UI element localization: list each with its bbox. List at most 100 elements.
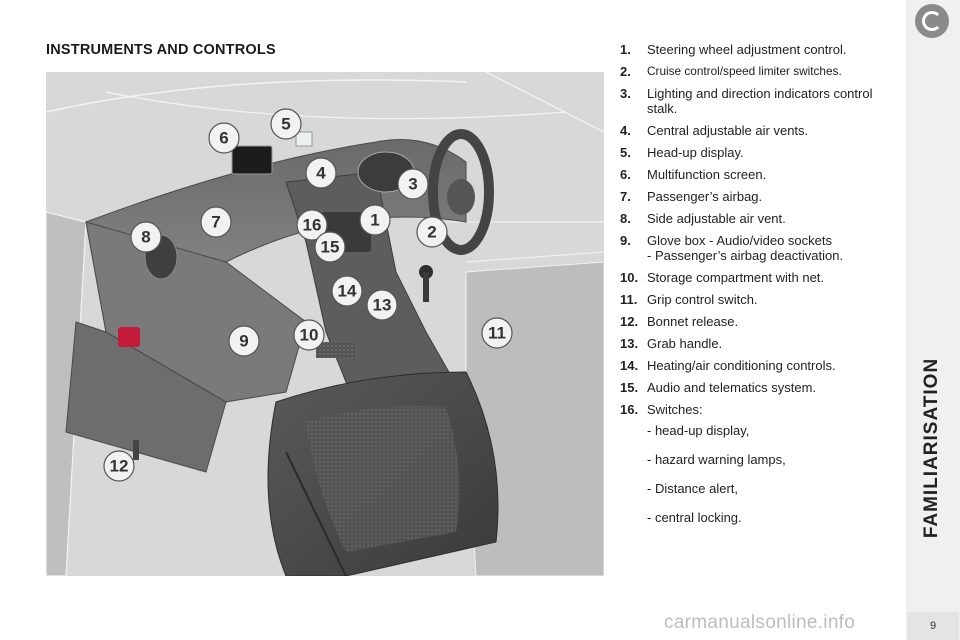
legend-item: 7. Passenger’s airbag. [620, 189, 888, 204]
legend-item: 5. Head-up display. [620, 145, 888, 160]
legend-item: 9. Glove box - Audio/video sockets- Passe… [620, 233, 888, 263]
legend-text: Bonnet release. [647, 314, 739, 329]
callout-2: 2 [416, 216, 448, 248]
legend-text: Grip control switch. [647, 292, 758, 307]
legend-number: 16. [620, 402, 639, 417]
page-title: INSTRUMENTS AND CONTROLS [46, 42, 276, 58]
callout-number: 3 [408, 175, 417, 194]
callout-number: 10 [300, 326, 319, 345]
callout-circle [331, 275, 363, 307]
callout-circle [314, 231, 346, 263]
legend-text: Central adjustable air vents. [647, 123, 809, 138]
legend-number: 11. [620, 292, 638, 307]
legend-item: 13. Grab handle. [620, 336, 888, 351]
switch-text: - head-up display, [647, 423, 750, 438]
legend-number: 1. [620, 42, 631, 57]
switch-text: - Distance alert, [647, 481, 739, 496]
legend-number: 7. [620, 189, 631, 204]
legend-text: Head-up display. [647, 145, 744, 160]
legend-item: 14. Heating/air conditioning controls. [620, 358, 888, 373]
legend-text: Steering wheel adjustment control. [647, 42, 847, 57]
callout-9: 9 [228, 325, 260, 357]
callout-number: 2 [427, 223, 436, 242]
callout-10: 10 [293, 319, 325, 351]
callout-number: 5 [281, 115, 290, 134]
legend-item: 15.Audio and telematics system. [620, 380, 888, 395]
legend-number: 2. [620, 64, 631, 79]
callout-circle [130, 221, 162, 253]
legend-item: 11. Grip control switch. [620, 292, 888, 307]
callout-11: 11 [481, 317, 513, 349]
legend-text: Multifunction screen. [647, 167, 767, 182]
callout-16: 16 [296, 209, 328, 241]
legend-text: Lighting and direction indicators contro… [647, 86, 873, 116]
legend-number: 13. [620, 336, 639, 351]
legend-item: 12. Bonnet release. [620, 314, 888, 329]
callout-number: 1 [370, 211, 379, 230]
legend-number: 8. [620, 211, 631, 226]
legend-item: 6. Multifunction screen. [620, 167, 888, 182]
callout-circle [481, 317, 513, 349]
switch-subitem: - central locking. [620, 510, 888, 533]
callout-circle [270, 108, 302, 140]
switch-text: - central locking. [647, 510, 742, 525]
legend-number: 9. [620, 233, 631, 248]
legend-item: 3. Lighting and direction indicators cont… [620, 86, 888, 116]
callout-6: 6 [208, 122, 240, 154]
legend-text-line: Glove box - Audio/video sockets [647, 233, 832, 248]
callout-circle [103, 450, 135, 482]
callout-number: 4 [316, 164, 326, 183]
sidebar [906, 0, 960, 640]
callout-circle [228, 325, 260, 357]
legend-text: Passenger’s airbag. [647, 189, 763, 204]
callout-3: 3 [397, 168, 429, 200]
legend-item: 1. Steering wheel adjustment control. [620, 42, 888, 57]
callout-12: 12 [103, 450, 135, 482]
legend-number: 4. [620, 123, 631, 138]
page-number: 9 [907, 612, 959, 640]
legend-number: 6. [620, 167, 631, 182]
callout-number: 12 [110, 457, 129, 476]
legend-item: 2. Cruise control/speed limiter switches. [620, 64, 888, 79]
callout-number: 7 [211, 213, 220, 232]
callout-7: 7 [200, 206, 232, 238]
chapter-icon [915, 4, 949, 38]
legend-item: 4. Central adjustable air vents. [620, 123, 888, 138]
callout-number: 8 [141, 228, 150, 247]
callout-number: 13 [373, 296, 392, 315]
legend-text: Storage compartment with net. [647, 270, 825, 285]
legend-number: 12. [620, 314, 639, 329]
callout-14: 14 [331, 275, 363, 307]
section-title: FAMILIARISATION [921, 357, 942, 539]
legend-text: Grab handle. [647, 336, 723, 351]
switch-subitem: - head-up display, [620, 423, 888, 446]
callout-number: 9 [239, 332, 248, 351]
switch-subitem: - Distance alert, [620, 481, 888, 504]
legend-text-line: - Passenger’s airbag deactivation. [647, 248, 844, 263]
callout-circle [416, 216, 448, 248]
callout-circle [296, 209, 328, 241]
callout-5: 5 [270, 108, 302, 140]
callout-circle [397, 168, 429, 200]
legend-item: 10.Storage compartment with net. [620, 270, 888, 285]
legend-text: Audio and telematics system. [647, 380, 817, 395]
callout-circle [305, 157, 337, 189]
legend-text: Heating/air conditioning controls. [647, 358, 836, 373]
callout-number: 6 [219, 129, 228, 148]
legend-item: 16. Switches: [620, 402, 888, 417]
legend-number: 5. [620, 145, 631, 160]
legend-text: Cruise control/speed limiter switches. [647, 64, 842, 78]
callout-circle [359, 204, 391, 236]
legend-text: Glove box - Audio/video sockets- Passeng… [647, 233, 888, 263]
legend-text: Side adjustable air vent. [647, 211, 786, 226]
legend-item: 8. Side adjustable air vent. [620, 211, 888, 226]
callout-13: 13 [366, 289, 398, 321]
callout-8: 8 [130, 221, 162, 253]
legend-text: Switches: [647, 402, 703, 417]
switch-text: - hazard warning lamps, [647, 452, 786, 467]
legend-number: 14. [620, 358, 639, 373]
legend-number: 3. [620, 86, 631, 101]
callout-1: 1 [359, 204, 391, 236]
